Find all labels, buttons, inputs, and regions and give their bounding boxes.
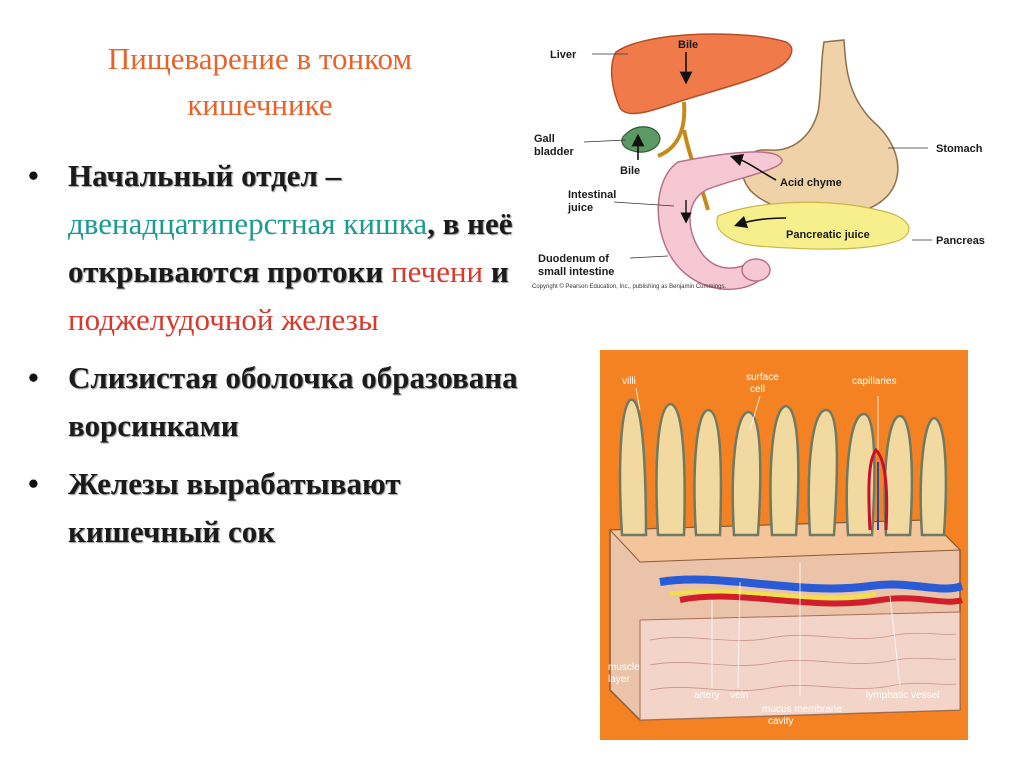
- duodenum-opening: [741, 258, 771, 282]
- intestinal-juice-label-1: Intestinal: [568, 189, 616, 201]
- bile-bottom-label: Bile: [620, 165, 640, 177]
- digestive-organs-illustration: Liver Bile Gall bladder Bile Intestinal …: [532, 33, 985, 291]
- mucus-membrane-label-1: mucus membrane: [762, 704, 842, 715]
- slide-title-line1: Пищеварение в тонком: [107, 41, 413, 76]
- bullet-1-part-6: поджелудочной железы: [68, 302, 379, 337]
- digestive-organs-diagram: Liver Bile Gall bladder Bile Intestinal …: [528, 30, 998, 300]
- bullet-item-mucosa: • Слизистая оболочка образована ворсинка…: [28, 354, 528, 450]
- gall-bladder-label-2: bladder: [534, 146, 574, 158]
- bullet-marker: •: [28, 158, 39, 193]
- lymphatic-vessel-label: lymphatic vessel: [866, 690, 939, 701]
- vein-vessel: [659, 575, 964, 593]
- bile-top-label: Bile: [678, 39, 698, 51]
- duodenum-leader: [629, 255, 669, 259]
- duodenum-shape: [657, 151, 783, 291]
- pancreas-label: Pancreas: [936, 235, 985, 247]
- slide-title: Пищеварение в тонком кишечнике: [40, 36, 480, 128]
- muscle-layer-texture: [649, 632, 957, 691]
- artery-vessel: [679, 593, 963, 607]
- villi-group: [618, 398, 948, 537]
- duodenum-label-1: Duodenum of: [538, 253, 609, 265]
- bullet-1-part-3: , в неё открываются протоки: [68, 206, 513, 289]
- bullet-1-part-2: двенадцатиперстная кишка: [68, 206, 428, 241]
- gallbladder-shape: [621, 126, 661, 153]
- bullet-list: • Начальный отдел – двенадцатиперстная к…: [28, 152, 528, 566]
- vein-label: vein: [730, 690, 748, 701]
- acid-chyme-label: Acid chyme: [780, 177, 842, 189]
- capillary-network: [867, 447, 889, 531]
- capillaries-label: capillaries: [852, 376, 896, 387]
- muscle-layer-label-2: layer: [608, 674, 630, 685]
- muscle-layer-label-1: muscle: [608, 662, 640, 673]
- villi-illustration: villi surface cell capillaries muscle la…: [608, 372, 964, 727]
- bullet-3-text: Железы вырабатывают кишечный сок: [68, 466, 401, 549]
- copyright-text: Copyright © Pearson Education, Inc., pub…: [532, 283, 727, 290]
- bullet-marker: •: [28, 466, 39, 501]
- liver-shape: [610, 33, 793, 115]
- acid-chyme-arrow: [729, 153, 777, 181]
- artery-label: artery: [694, 690, 720, 701]
- surface-cell-label-2: cell: [750, 384, 765, 395]
- bullet-item-glands: • Железы вырабатывают кишечный сок: [28, 460, 528, 556]
- stomach-label: Stomach: [936, 143, 983, 155]
- villi-cross-section-diagram: villi surface cell capillaries muscle la…: [600, 350, 968, 740]
- lymphatic-vessel: [669, 589, 877, 600]
- bullet-1-part-5: и: [483, 254, 509, 289]
- label-leaders: [635, 387, 901, 696]
- pancreatic-juice-arrow: [733, 215, 787, 229]
- mucus-membrane-label-2: cavity: [768, 716, 794, 727]
- bullet-2-text: Слизистая оболочка образована ворсинками: [68, 360, 518, 443]
- stomach-shape: [741, 39, 899, 217]
- slide-title-line2: кишечнике: [187, 87, 333, 122]
- bullet-item-duodenum: • Начальный отдел – двенадцатиперстная к…: [28, 152, 528, 344]
- gall-bladder-label-1: Gall: [534, 133, 555, 145]
- liver-label: Liver: [550, 49, 577, 61]
- pancreas-shape: [716, 201, 910, 250]
- bullet-1-part-1: Начальный отдел –: [68, 158, 342, 193]
- gallbladder-leader: [583, 139, 627, 143]
- villi-label: villi: [622, 376, 636, 387]
- surface-cell-label-1: surface: [746, 372, 779, 383]
- bullet-marker: •: [28, 360, 39, 395]
- duodenum-label-2: small intestine: [538, 266, 614, 278]
- intestinal-juice-label-2: juice: [567, 202, 593, 214]
- bullet-1-part-4: печени: [383, 254, 484, 289]
- intestinal-juice-leader: [613, 201, 675, 207]
- pancreatic-juice-label: Pancreatic juice: [786, 229, 870, 241]
